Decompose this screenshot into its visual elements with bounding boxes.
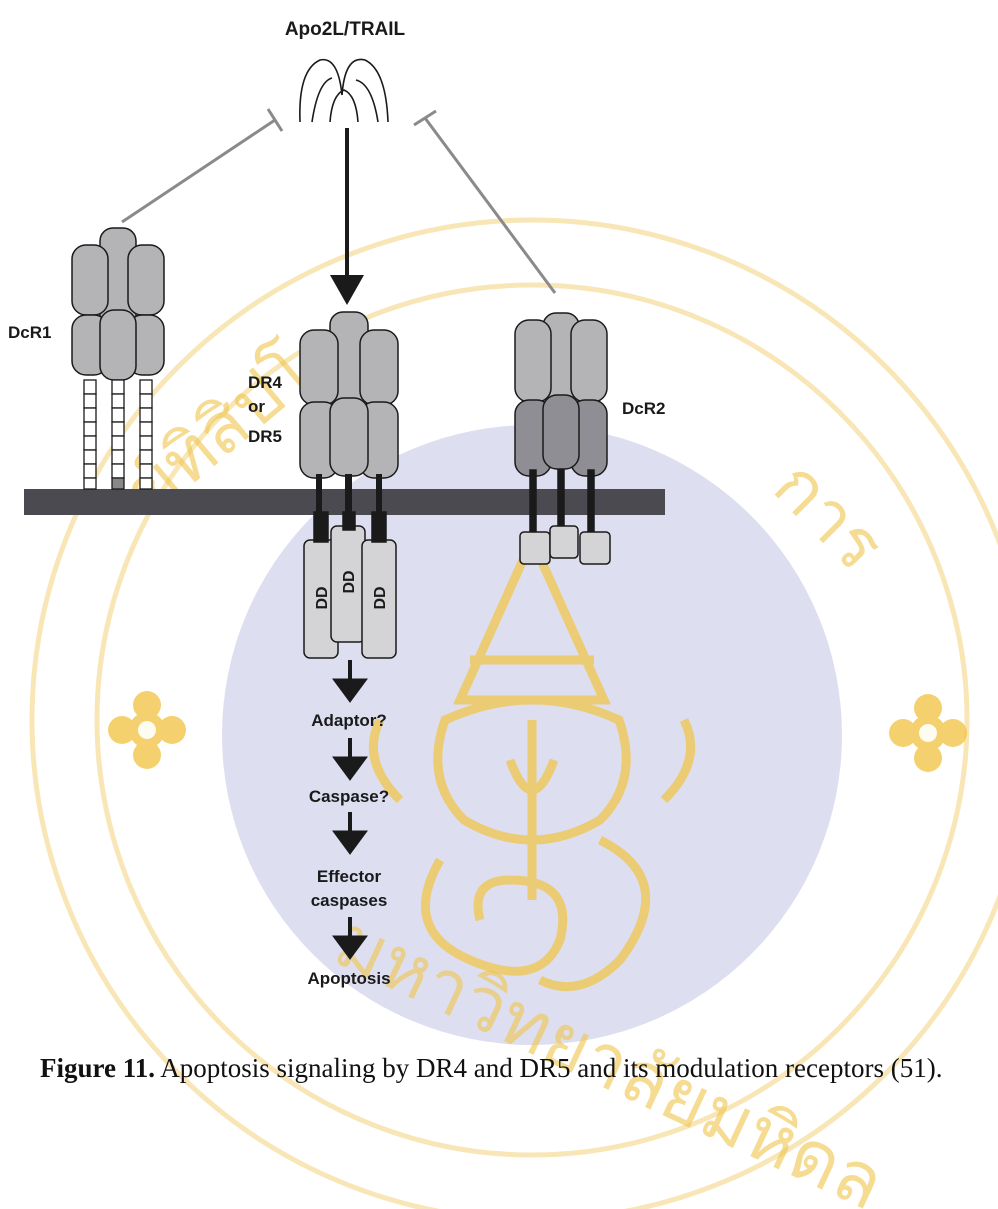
inhibition-line-dcr2	[414, 111, 555, 293]
pathway-step-effector: Effector	[317, 867, 382, 886]
dcr1-receptor	[72, 228, 164, 380]
activation-arrow	[330, 128, 364, 305]
ligand-trimer-icon	[300, 59, 388, 122]
death-domain-label-3: DD	[372, 586, 389, 609]
inhibition-line-dcr1	[122, 109, 282, 222]
death-domain-label-1: DD	[314, 586, 331, 609]
dcr1-label: DcR1	[8, 323, 51, 342]
pathway-step-adaptor: Adaptor?	[311, 711, 387, 730]
cell-membrane	[24, 489, 665, 515]
figure-caption: Figure 11. Apoptosis signaling by DR4 an…	[40, 1045, 980, 1091]
pathway-step-apoptosis: Apoptosis	[307, 969, 390, 988]
dr4-label: DR4	[248, 373, 283, 392]
figure-caption-label: Figure 11.	[40, 1053, 155, 1083]
pathway-step-caspases: caspases	[311, 891, 388, 910]
dr-or-label: or	[248, 397, 265, 416]
dcr1-gpi-anchors	[84, 380, 152, 489]
death-domain-label-2: DD	[341, 570, 358, 593]
figure-caption-text: Apoptosis signaling by DR4 and DR5 and i…	[155, 1053, 942, 1083]
ligand-label: Apo2L/TRAIL	[285, 19, 406, 40]
pathway-step-caspase: Caspase?	[309, 787, 389, 806]
dcr2-receptor	[515, 313, 607, 476]
dr5-label: DR5	[248, 427, 282, 446]
dcr2-label: DcR2	[622, 399, 665, 418]
dr4-dr5-receptor	[300, 312, 398, 478]
